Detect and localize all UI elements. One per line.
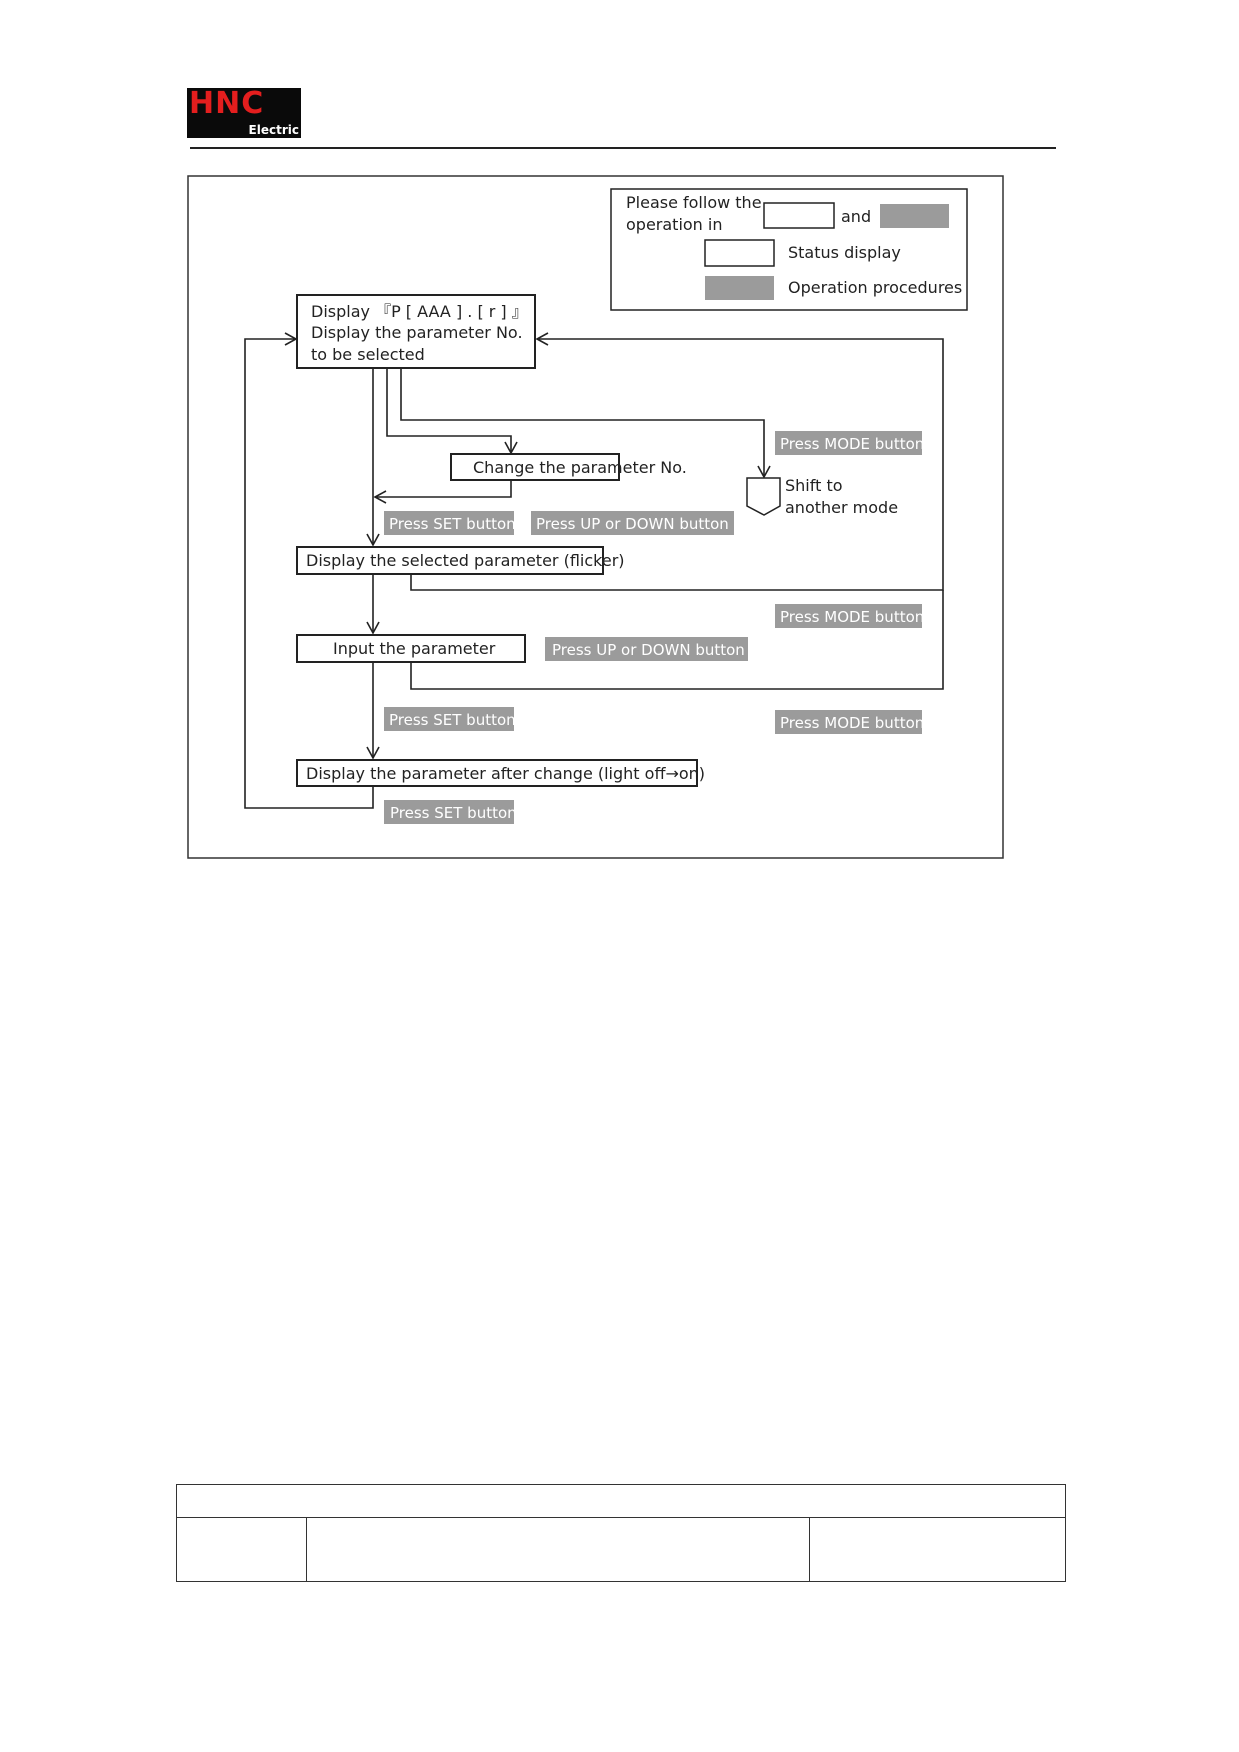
arrow-mode-return-2 xyxy=(410,590,944,690)
company-logo: HNC Electric xyxy=(187,86,301,138)
shift-mode-symbol xyxy=(746,477,781,516)
op-press-set-1 xyxy=(384,511,514,535)
legend-operation-sample-1 xyxy=(880,204,949,228)
footer-cell-right xyxy=(810,1518,1066,1582)
status-display-selected-text: Display the selected parameter (flicker) xyxy=(306,551,625,570)
op-press-up-down-1-text: Press UP or DOWN button xyxy=(536,515,729,533)
op-press-set-1-text: Press SET button xyxy=(389,515,516,533)
status-input-param xyxy=(296,634,526,663)
logo-main-text: HNC xyxy=(189,86,265,121)
op-press-set-2 xyxy=(384,707,514,731)
status-display-selected xyxy=(296,546,604,575)
op-press-mode-2 xyxy=(775,604,922,628)
legend-status-sample-1 xyxy=(763,202,835,229)
status-change-param-text: Change the parameter No. xyxy=(473,458,687,477)
op-press-mode-2-text: Press MODE button xyxy=(780,608,924,626)
op-press-set-3 xyxy=(384,800,514,824)
arrow-set-return xyxy=(244,332,374,809)
footer-cell-left xyxy=(177,1518,307,1582)
legend-and: and xyxy=(841,207,871,226)
op-press-up-down-1 xyxy=(531,511,734,535)
status-display-after-text: Display the parameter after change (ligh… xyxy=(306,764,705,783)
op-press-up-down-2-text: Press UP or DOWN button xyxy=(552,641,745,659)
arrow-change-return xyxy=(373,481,512,504)
status-display-p-line2: Display the parameter No. xyxy=(311,323,523,342)
arrow-to-change xyxy=(386,369,518,455)
op-press-mode-1 xyxy=(775,431,922,455)
header-divider xyxy=(190,147,1056,149)
legend-box xyxy=(610,188,968,311)
diagram-frame xyxy=(187,175,1004,859)
legend-line2: operation in xyxy=(626,215,723,234)
status-display-p-line1: Display 『P [ AAA ] . [ r ] 』 xyxy=(311,302,528,321)
legend-line1: Please follow the xyxy=(626,193,762,212)
shift-mode-line1: Shift to xyxy=(785,476,843,495)
op-press-mode-1-text: Press MODE button xyxy=(780,435,924,453)
legend-status-sample-2 xyxy=(704,239,775,267)
footer-cell-middle xyxy=(307,1518,810,1582)
legend-operation-sample-2 xyxy=(705,276,774,300)
legend-operation-label: Operation procedures xyxy=(788,278,962,297)
status-change-param xyxy=(450,453,620,481)
op-press-up-down-2 xyxy=(545,637,748,661)
op-press-set-3-text: Press SET button xyxy=(390,804,517,822)
status-display-p xyxy=(296,294,536,369)
op-press-set-2-text: Press SET button xyxy=(389,711,516,729)
logo-sub-text: Electric xyxy=(248,123,299,137)
status-input-param-text: Input the parameter xyxy=(333,639,496,658)
status-display-after xyxy=(296,759,698,787)
shift-mode-line2: another mode xyxy=(785,498,898,517)
arrow-to-shift xyxy=(400,369,771,479)
status-display-p-line3: to be selected xyxy=(311,345,425,364)
legend-status-label: Status display xyxy=(788,243,901,262)
op-press-mode-3 xyxy=(775,710,922,734)
op-press-mode-3-text: Press MODE button xyxy=(780,714,924,732)
footer-table xyxy=(176,1484,1066,1582)
footer-row-top xyxy=(177,1485,1065,1518)
